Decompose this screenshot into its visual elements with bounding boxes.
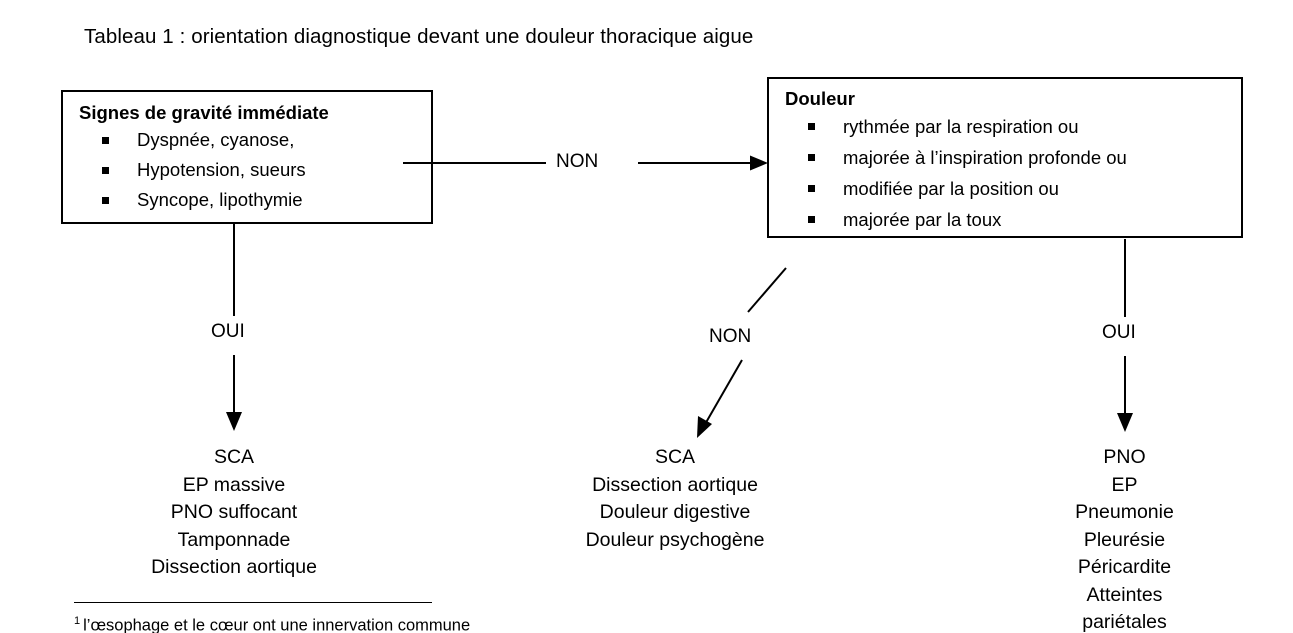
connector-douleur-non-upper — [747, 267, 787, 313]
list-item-label: modifiée par la position ou — [843, 178, 1059, 199]
outcome-item: EP massive — [182, 473, 286, 496]
outcome-item: EP — [1111, 473, 1138, 496]
list-item-label: rythmée par la respiration ou — [843, 116, 1079, 137]
bullet-list-douleur: rythmée par la respiration ou majorée à … — [785, 111, 1241, 235]
connector-douleur-oui-upper — [1124, 239, 1126, 317]
outcome-list-douleur-non: SCA Dissection aortique Douleur digestiv… — [535, 444, 815, 554]
list-item: Dyspnée, cyanose, — [79, 125, 431, 155]
arrow-oui-to-outcomes-douleur — [1117, 356, 1133, 432]
outcome-item: Pneumonie — [1075, 501, 1174, 523]
outcome-list-douleur-oui: PNO EP Pneumonie Pleurésie Péricardite A… — [1007, 444, 1242, 633]
list-item-label: Hypotension, sueurs — [137, 159, 306, 180]
outcome-item: Pleurésie — [1083, 528, 1166, 551]
square-bullet-icon — [808, 154, 815, 161]
edge-label-oui-douleur: OUI — [1102, 322, 1136, 343]
outcome-item: PNO — [1103, 446, 1146, 468]
edge-label-oui-gravite: OUI — [211, 321, 245, 342]
box-heading-gravite: Signes de gravité immédiate — [79, 102, 329, 123]
box-heading-douleur: Douleur — [785, 88, 855, 109]
list-item: modifiée par la position ou — [785, 173, 1241, 204]
arrow-oui-to-outcomes-gravite — [226, 355, 242, 431]
list-item-label: majorée à l’inspiration profonde ou — [843, 147, 1127, 168]
list-item-label: majorée par la toux — [843, 209, 1002, 230]
edge-label-non-douleur: NON — [709, 326, 752, 347]
outcome-item: SCA — [213, 446, 255, 468]
outcome-item: PNO suffocant — [170, 501, 298, 523]
bullet-list-gravite: Dyspnée, cyanose, Hypotension, sueurs Sy… — [79, 125, 431, 215]
arrow-non-to-outcomes-douleur — [697, 359, 743, 438]
square-bullet-icon — [102, 167, 109, 174]
outcome-item: Tamponnade — [177, 528, 291, 551]
footnote-marker: 1 — [74, 615, 81, 627]
outcome-list-gravite-oui: SCA EP massive PNO suffocant Tamponnade … — [94, 444, 374, 582]
list-item: Hypotension, sueurs — [79, 155, 431, 185]
square-bullet-icon — [102, 197, 109, 204]
square-bullet-icon — [808, 216, 815, 223]
outcome-item: Douleur psychogène — [585, 528, 765, 551]
outcome-item: Dissection aortique — [151, 556, 317, 578]
decision-box-douleur: Douleur rythmée par la respiration ou ma… — [767, 77, 1243, 238]
outcome-item: Atteintes — [1086, 583, 1163, 606]
square-bullet-icon — [808, 185, 815, 192]
footnote-label: l’œsophage et le cœur ont une innervatio… — [83, 616, 471, 633]
outcome-item: Douleur digestive — [599, 501, 751, 523]
outcome-item: SCA — [654, 446, 696, 468]
list-item: Syncope, lipothymie — [79, 185, 431, 215]
square-bullet-icon — [808, 123, 815, 130]
list-item: majorée par la toux — [785, 204, 1241, 235]
list-item-label: Syncope, lipothymie — [137, 189, 303, 210]
connector-gravite-oui-upper — [233, 224, 235, 316]
outcome-item: Péricardite — [1077, 556, 1172, 578]
outcome-item: pariétales — [1082, 611, 1167, 633]
connector-gravite-to-non-label — [403, 162, 546, 164]
page-title: Tableau 1 : orientation diagnostique dev… — [84, 25, 754, 48]
list-item: majorée à l’inspiration profonde ou — [785, 142, 1241, 173]
list-item: rythmée par la respiration ou — [785, 111, 1241, 142]
outcome-item: Dissection aortique — [592, 473, 758, 496]
footnote-separator — [74, 602, 432, 603]
decision-box-signes-de-gravite: Signes de gravité immédiate Dyspnée, cya… — [61, 90, 433, 224]
list-item-label: Dyspnée, cyanose, — [137, 129, 295, 150]
square-bullet-icon — [102, 137, 109, 144]
edge-label-non-gravite: NON — [556, 151, 599, 172]
arrow-non-to-douleur — [638, 155, 768, 171]
